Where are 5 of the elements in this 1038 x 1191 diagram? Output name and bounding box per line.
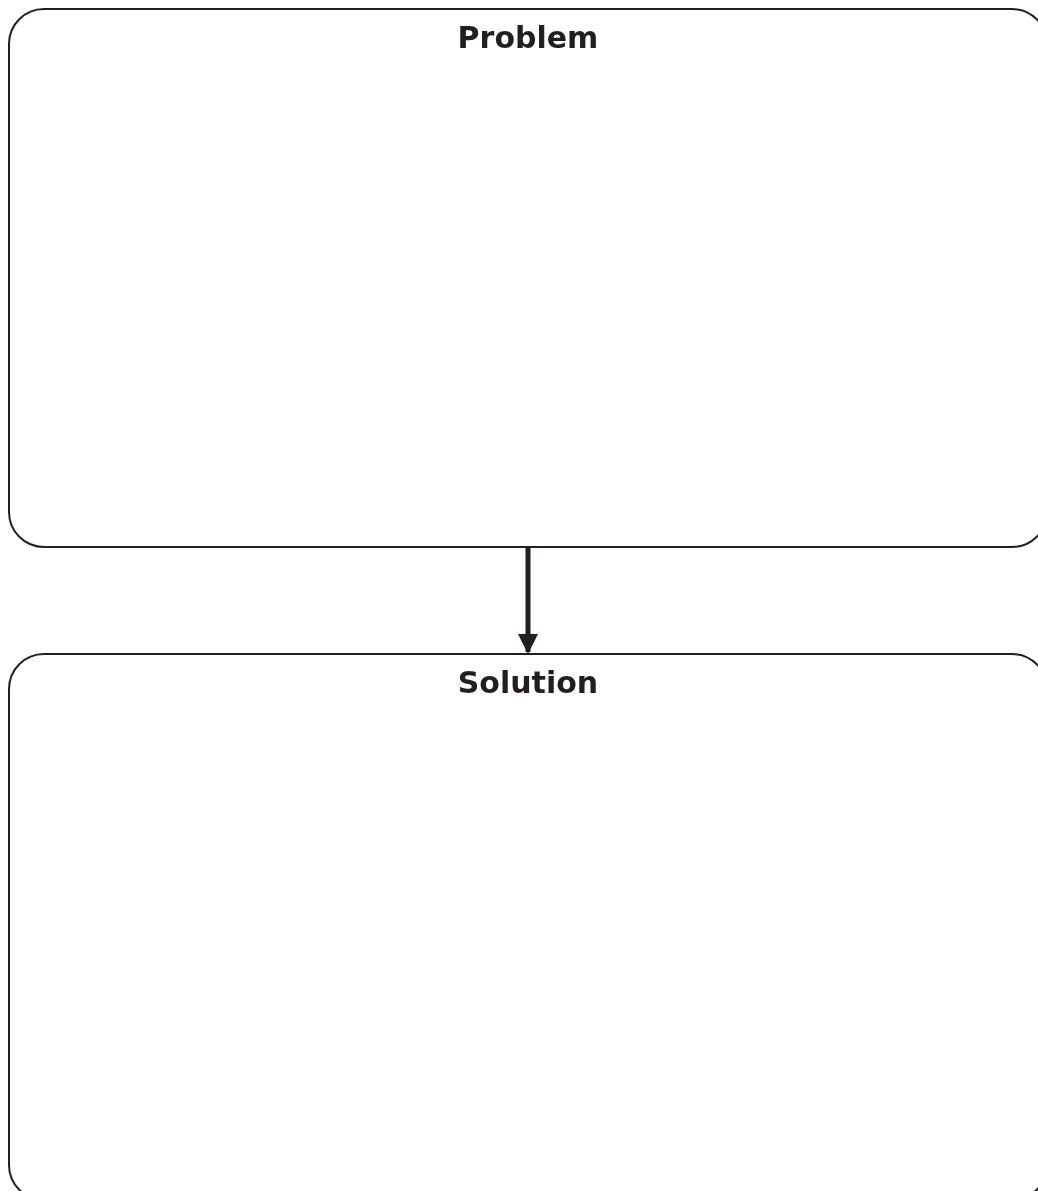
- box-heading: Problem: [457, 20, 599, 56]
- box-heading: Solution: [457, 665, 599, 701]
- arrow: [518, 548, 538, 654]
- rounded-box: [8, 8, 1038, 548]
- rounded-box: [8, 653, 1038, 1191]
